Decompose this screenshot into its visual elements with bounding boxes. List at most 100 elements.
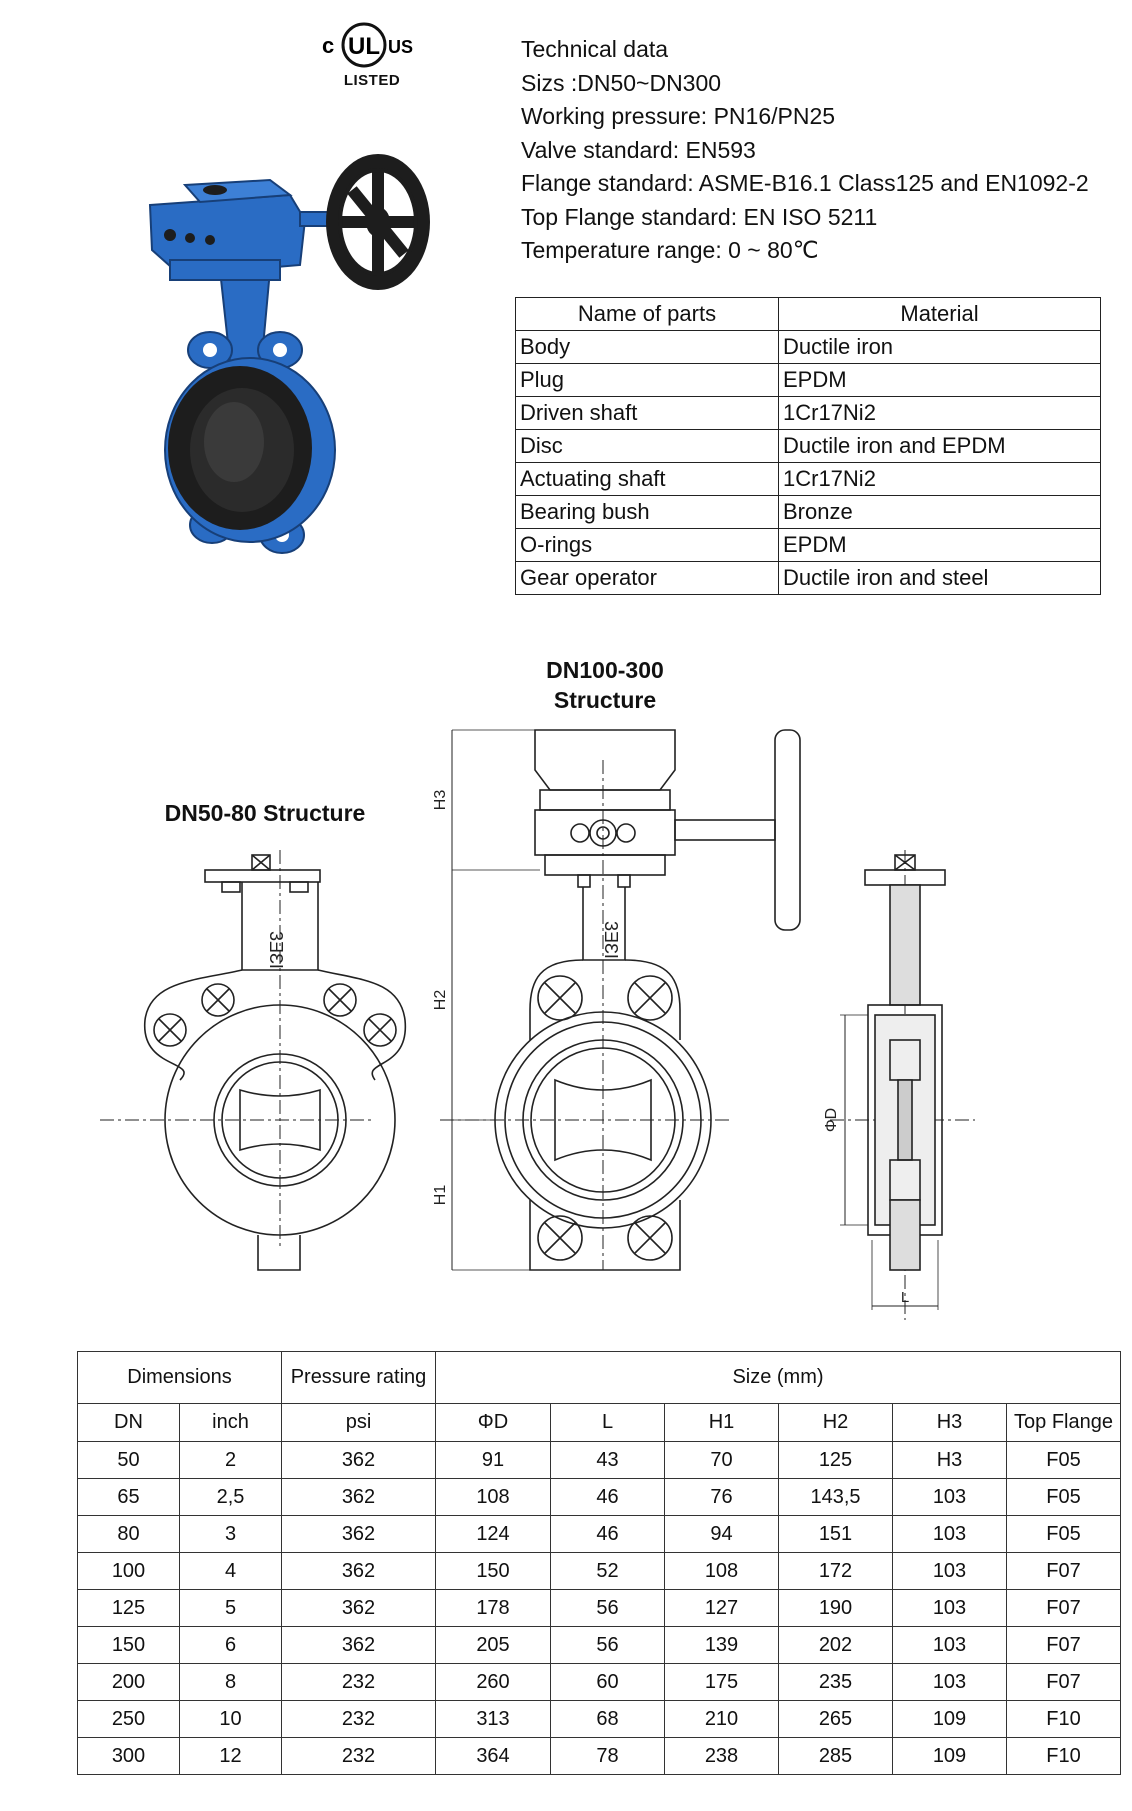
- cell-l: 43: [550, 1441, 665, 1479]
- header-od: ΦD: [435, 1403, 551, 1442]
- part-name: Body: [515, 330, 779, 364]
- cell-h1: 108: [664, 1552, 779, 1590]
- cell-h2: 151: [778, 1515, 893, 1553]
- cell-l: 52: [550, 1552, 665, 1590]
- cell-l: 46: [550, 1515, 665, 1553]
- cell-od: 150: [435, 1552, 551, 1590]
- cell-dn: 300: [77, 1737, 180, 1775]
- cell-psi: 362: [281, 1552, 436, 1590]
- cell-inch: 8: [179, 1663, 282, 1701]
- cell-psi: 362: [281, 1626, 436, 1664]
- cell-top-flange: F10: [1006, 1700, 1121, 1738]
- header-dn: DN: [77, 1403, 180, 1442]
- cell-od: 313: [435, 1700, 551, 1738]
- cell-h2: 172: [778, 1552, 893, 1590]
- cell-top-flange: F05: [1006, 1515, 1121, 1553]
- valve-technical-drawing: 3ƎƐI 3ƎƐI: [100, 729, 975, 1320]
- cell-dn: 100: [77, 1552, 180, 1590]
- cell-od: 364: [435, 1737, 551, 1775]
- cell-dn: 50: [77, 1441, 180, 1479]
- cell-inch: 12: [179, 1737, 282, 1775]
- cell-h1: 175: [664, 1663, 779, 1701]
- cell-inch: 2: [179, 1441, 282, 1479]
- valve-product-image: [148, 154, 430, 554]
- cell-dn: 250: [77, 1700, 180, 1738]
- cell-l: 56: [550, 1589, 665, 1627]
- ul-listed-logo: c UL US LISTED: [318, 20, 426, 95]
- side-section-view: ΦD L: [823, 850, 975, 1320]
- cell-h1: 127: [664, 1589, 779, 1627]
- cell-dn: 65: [77, 1478, 180, 1516]
- cell-top-flange: F07: [1006, 1626, 1121, 1664]
- cell-h2: 125: [778, 1441, 893, 1479]
- cell-l: 60: [550, 1663, 665, 1701]
- cell-inch: 5: [179, 1589, 282, 1627]
- dn50-body-mark: 3ƎƐI: [266, 931, 286, 969]
- cell-dn: 150: [77, 1626, 180, 1664]
- dim-h2-label: H2: [432, 990, 449, 1011]
- cell-od: 260: [435, 1663, 551, 1701]
- cell-psi: 362: [281, 1441, 436, 1479]
- table-group-header-row: Dimensions Pressure rating Size (mm): [77, 1351, 1121, 1404]
- cell-h2: 190: [778, 1589, 893, 1627]
- dn100-structure-title: DN100-300 Structure: [520, 655, 690, 715]
- cell-dn: 80: [77, 1515, 180, 1553]
- part-name: Actuating shaft: [515, 462, 779, 496]
- header-top-flange: Top Flange: [1006, 1403, 1121, 1442]
- dim-h3-label: H3: [432, 790, 449, 811]
- group-header-size: Size (mm): [435, 1351, 1121, 1404]
- cell-h3: 103: [892, 1589, 1007, 1627]
- cell-h1: 76: [664, 1478, 779, 1516]
- cell-h2: 202: [778, 1626, 893, 1664]
- technical-data-line: Working pressure: PN16/PN25: [521, 103, 836, 129]
- ul-listed-text: LISTED: [343, 72, 401, 89]
- header-h1: H1: [664, 1403, 779, 1442]
- part-material: EPDM: [778, 528, 1101, 562]
- cell-psi: 232: [281, 1663, 436, 1701]
- dim-od-label: ΦD: [823, 1108, 840, 1132]
- cell-top-flange: F10: [1006, 1737, 1121, 1775]
- cell-h3: 109: [892, 1737, 1007, 1775]
- cell-od: 178: [435, 1589, 551, 1627]
- cell-psi: 232: [281, 1700, 436, 1738]
- cell-dn: 200: [77, 1663, 180, 1701]
- ul-us-text: US: [388, 37, 413, 57]
- technical-data-line: Temperature range: 0 ~ 80℃: [521, 237, 819, 263]
- cell-h3: 103: [892, 1663, 1007, 1701]
- part-material: Ductile iron: [778, 330, 1101, 364]
- cell-l: 78: [550, 1737, 665, 1775]
- dimensions-table: Dimensions Pressure rating Size (mm) DN …: [77, 1351, 1121, 1775]
- cell-h3: 103: [892, 1626, 1007, 1664]
- dn50-front-view: 3ƎƐI: [100, 850, 406, 1271]
- part-material: 1Cr17Ni2: [778, 396, 1101, 430]
- part-material: Bronze: [778, 495, 1101, 529]
- ul-mark-icon: c UL US: [322, 22, 413, 68]
- cell-h3: 103: [892, 1515, 1007, 1553]
- technical-data-line: Flange standard: ASME-B16.1 Class125 and…: [521, 170, 1089, 196]
- header-material: Material: [778, 297, 1101, 331]
- cell-top-flange: F07: [1006, 1663, 1121, 1701]
- table-header-row: DN inch psi ΦD L H1 H2 H3 Top Flange: [77, 1403, 1121, 1442]
- cell-psi: 362: [281, 1515, 436, 1553]
- technical-data: Technical data Sizs :DN50~DN300 Working …: [521, 33, 1089, 268]
- cell-psi: 362: [281, 1589, 436, 1627]
- cell-h3: H3: [892, 1441, 1007, 1479]
- cell-h2: 143,5: [778, 1478, 893, 1516]
- part-material: 1Cr17Ni2: [778, 462, 1101, 496]
- part-name: Bearing bush: [515, 495, 779, 529]
- dn100-title-line1: DN100-300: [546, 657, 664, 683]
- dn100-title-line2: Structure: [553, 687, 657, 713]
- cell-od: 205: [435, 1626, 551, 1664]
- cell-inch: 10: [179, 1700, 282, 1738]
- header-h2: H2: [778, 1403, 893, 1442]
- cell-psi: 232: [281, 1737, 436, 1775]
- cell-h2: 285: [778, 1737, 893, 1775]
